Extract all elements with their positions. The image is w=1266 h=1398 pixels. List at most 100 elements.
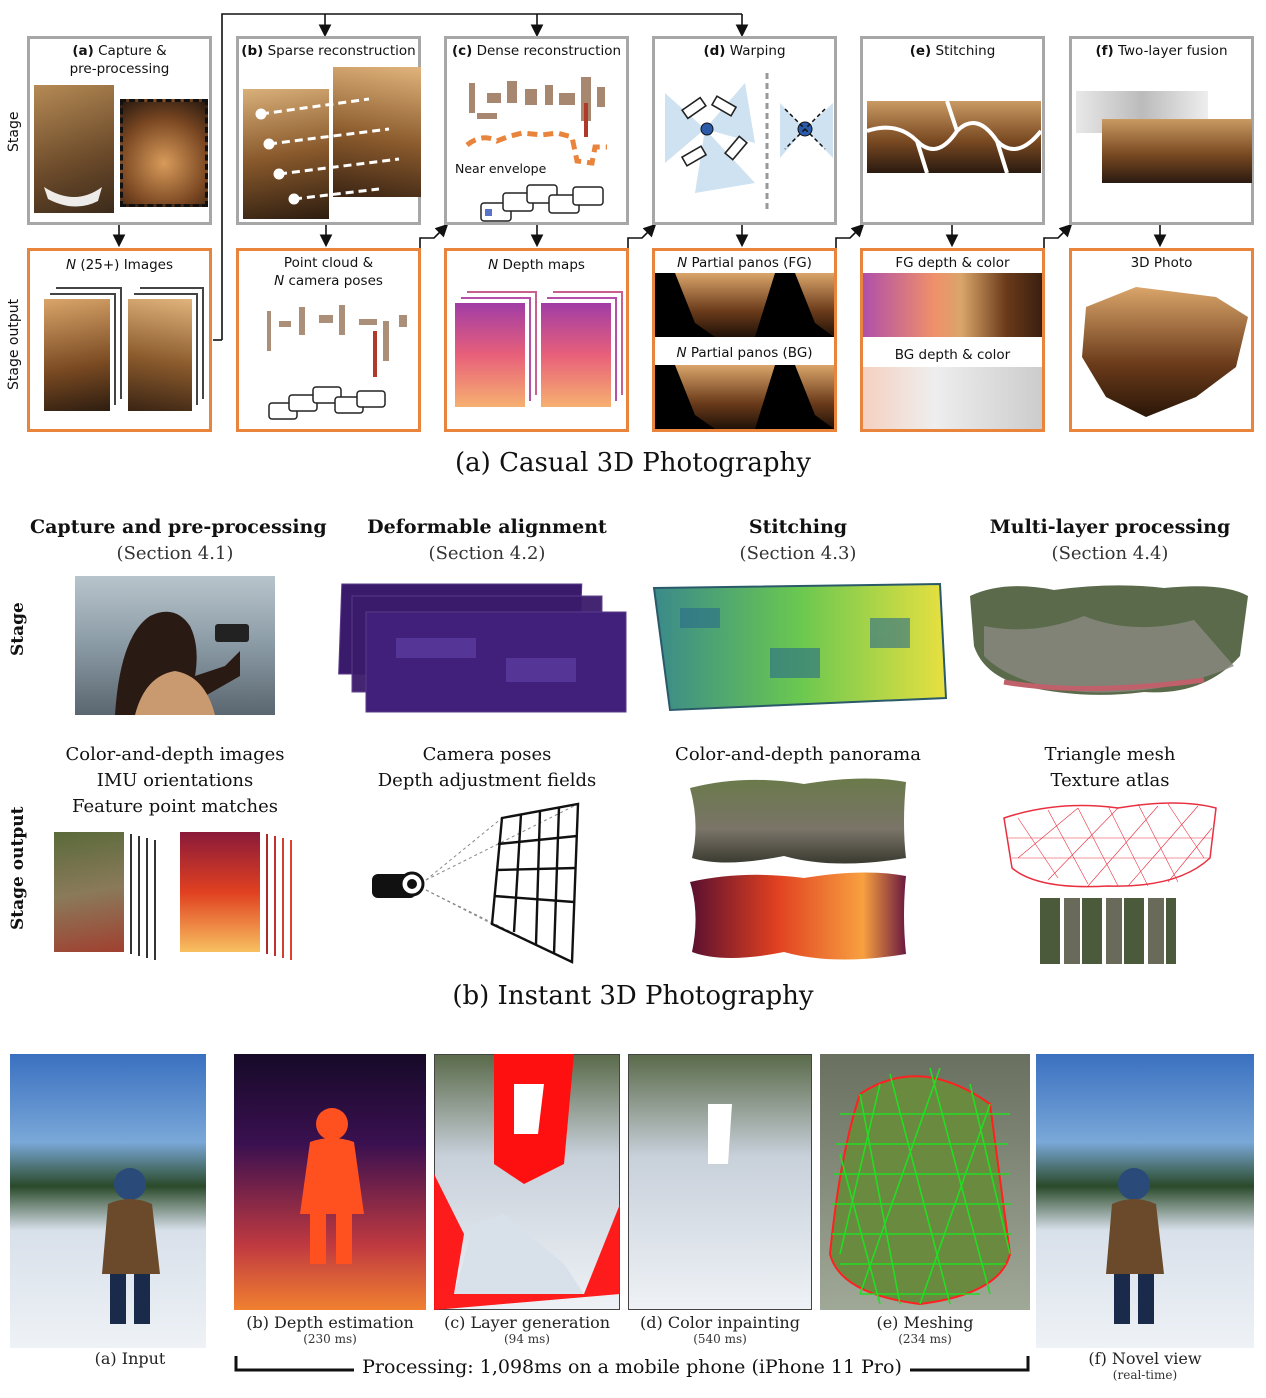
sparse-pointcloud — [267, 305, 407, 420]
processing-label: Processing: 1,098ms on a mobile phone (i… — [354, 1356, 910, 1378]
output-label: Depth maps — [498, 257, 585, 273]
stage-tag: (d) — [703, 43, 726, 59]
part-a-connectors — [112, 13, 1167, 341]
depth-image-stack — [180, 832, 260, 952]
novel-child-figure — [1106, 1168, 1164, 1324]
depth-child-figure — [300, 1108, 364, 1264]
stage-sparse: (b) Sparse reconstruction — [236, 36, 421, 225]
stage-stitching: (e) Stitching — [860, 36, 1045, 225]
stage-title: Two-layer fusion — [1118, 43, 1228, 59]
pano-fg-mask — [655, 273, 834, 337]
alignment-outputs: Camera poses Depth adjustment fields — [342, 742, 632, 794]
n-symbol: N — [65, 257, 77, 273]
stitching-outputs: Color-and-depth panorama — [653, 742, 943, 768]
capture-outputs: Color-and-depth images IMU orientations … — [30, 742, 320, 820]
caption-part-b: (b) Instant 3D Photography — [452, 981, 814, 1011]
panel-label-meshing: (e) Meshing(234 ms) — [820, 1313, 1030, 1346]
stage-title-line2: pre-processing — [69, 61, 170, 77]
fg-depth-color — [863, 273, 1042, 337]
n-symbol: N — [488, 257, 499, 273]
stage-dense: (c) Dense reconstruction Near envelope — [444, 36, 629, 225]
stage-title: Capture & — [98, 43, 167, 59]
stage-title-multilayer: Multi-layer processing — [989, 516, 1231, 538]
panel-label-depth: (b) Depth estimation(230 ms) — [226, 1313, 434, 1346]
camera-grid-diagram — [372, 802, 580, 964]
output-item: Color-and-depth images — [65, 744, 285, 765]
stage-tag: (a) — [72, 43, 94, 59]
output-label-fg-depth: FG depth & color — [895, 255, 1010, 271]
stage-section-alignment: (Section 4.2) — [428, 543, 546, 564]
output-panos: N Partial panos (FG) N Partial panos (BG… — [652, 248, 837, 432]
output-item: Camera poses — [422, 744, 552, 765]
fg-layer — [1102, 119, 1252, 183]
warping-diagram — [665, 73, 833, 213]
multilayer-render — [970, 585, 1248, 695]
stage-warping: (d) Warping — [652, 36, 837, 225]
panel-label-input: (a) Input — [94, 1349, 166, 1368]
stage-section-stitching: (Section 4.3) — [739, 543, 857, 564]
feature-match-lines — [255, 97, 400, 205]
stage-title: Stitching — [935, 43, 996, 59]
pano-bg-mask — [655, 365, 834, 429]
panel-label-novel: (f) Novel view(real-time) — [1036, 1349, 1254, 1382]
panel-time: (234 ms) — [898, 1332, 952, 1346]
depth-stack-2 — [541, 303, 611, 407]
image-stack-1-top — [44, 299, 110, 411]
stage-tag: (f) — [1095, 43, 1114, 59]
output-item: Color-and-depth panorama — [675, 744, 921, 765]
row-label-stage: Stage — [6, 111, 22, 152]
output-item: IMU orientations — [96, 770, 254, 791]
n-symbol: N — [676, 345, 687, 361]
output-label-bg-depth: BG depth & color — [894, 347, 1011, 363]
processing-label-wrap: Processing: 1,098ms on a mobile phone (i… — [234, 1356, 1030, 1378]
input-child-figure — [102, 1168, 160, 1324]
3d-photo-render — [1082, 287, 1248, 417]
preprocess-photo — [120, 99, 208, 207]
output-item: Feature point matches — [72, 796, 278, 817]
camera-rig-icon — [480, 184, 604, 222]
stage-title-stitching: Stitching — [748, 516, 848, 538]
row-label-stage-output-b: Stage output — [8, 806, 28, 930]
triangle-mesh — [1003, 802, 1217, 888]
output-item: Depth adjustment fields — [377, 770, 597, 791]
output-depth: N Depth maps — [444, 248, 629, 432]
color-inpainting-photo — [628, 1054, 812, 1310]
stage-tag: (e) — [909, 43, 932, 59]
output-item: Texture atlas — [1050, 770, 1170, 791]
rotate-arrow-icon — [44, 187, 102, 207]
row-label-stage-output: Stage output — [6, 298, 22, 390]
seam-lines — [867, 101, 1041, 173]
dense-pointcloud — [465, 77, 607, 166]
near-envelope-label: Near envelope — [455, 161, 547, 176]
stage-section-capture: (Section 4.1) — [116, 543, 234, 564]
inpainting-hole — [708, 1104, 732, 1164]
panel-label-inpaint: (d) Color inpainting(540 ms) — [618, 1313, 822, 1346]
output-label: (25+) Images — [76, 257, 174, 273]
panel-time: (94 ms) — [504, 1332, 550, 1346]
depth-stack-1 — [455, 303, 525, 407]
output-images: N (25+) Images — [27, 248, 212, 432]
output-label-3d-photo: 3D Photo — [1130, 255, 1193, 271]
stage-capture: (a) Capture & pre-processing — [27, 36, 212, 225]
stage-tag: (b) — [241, 43, 264, 59]
output-label-line2: camera poses — [284, 273, 383, 289]
n-symbol: N — [274, 273, 285, 289]
output-label-bg: Partial panos (BG) — [686, 345, 813, 361]
panel-time: (real-time) — [1112, 1368, 1178, 1382]
stage-title: Warping — [729, 43, 786, 59]
mesh-overlay — [828, 1067, 1012, 1306]
output-pointcloud: Point cloud &N camera poses — [236, 248, 421, 432]
panel-time: (230 ms) — [303, 1332, 357, 1346]
stage-fusion: (f) Two-layer fusion — [1069, 36, 1254, 225]
stage-title: Dense reconstruction — [476, 43, 622, 59]
layer-mask — [434, 1054, 620, 1310]
stage-title: Sparse reconstruction — [267, 43, 416, 59]
output-label-fg: Partial panos (FG) — [687, 255, 812, 271]
bg-depth-color — [863, 367, 1042, 429]
stage-title-alignment: Deformable alignment — [367, 516, 607, 538]
row-label-stage-b: Stage — [8, 602, 28, 656]
panorama-output — [690, 778, 906, 960]
alignment-fields — [338, 583, 627, 713]
input-photo — [10, 1054, 206, 1348]
color-image-stack — [54, 832, 124, 952]
